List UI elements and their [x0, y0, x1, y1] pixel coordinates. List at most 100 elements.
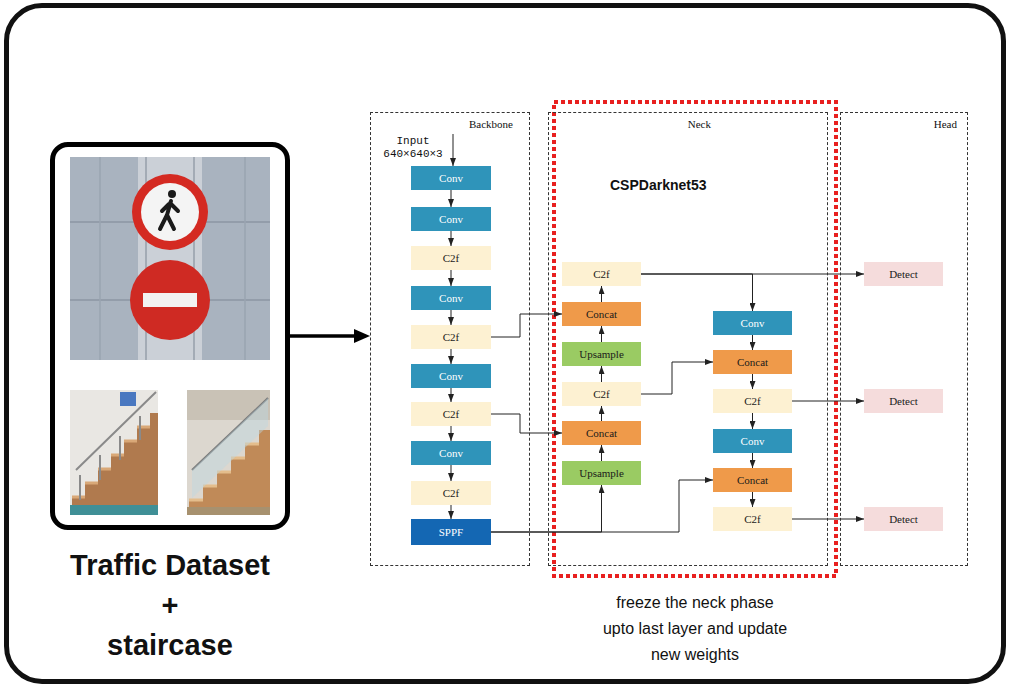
- c2f-block: C2f: [562, 382, 641, 406]
- flow-connector: [601, 286, 602, 302]
- input-arrow-connector: [290, 334, 362, 338]
- flow-connector: [451, 388, 452, 402]
- block-label: Conv: [741, 435, 765, 447]
- upsample-block: Upsample: [562, 461, 641, 485]
- input-label: Input 640×640×3: [378, 135, 448, 161]
- c2f-block: C2f: [411, 481, 491, 505]
- dataset-caption: Traffic Dataset+staircase: [20, 545, 320, 665]
- flow-connector: [491, 314, 562, 337]
- flow-connector: [792, 519, 864, 520]
- block-label: C2f: [443, 408, 460, 420]
- stage-group: HeadDetectDetectDetect: [840, 112, 968, 566]
- flow-connector: [792, 401, 864, 402]
- flow-connector: [601, 366, 602, 382]
- block-label: Conv: [439, 292, 463, 304]
- block-label: C2f: [744, 395, 761, 407]
- group-title: Neck: [688, 118, 711, 130]
- flow-connector: [451, 505, 452, 519]
- flow-connector: [491, 480, 713, 532]
- c2f-block: C2f: [411, 246, 491, 270]
- block-label: Conv: [439, 172, 463, 184]
- note-text: freeze the neck phase upto last layer an…: [601, 590, 789, 668]
- c2f-block: C2f: [713, 389, 792, 413]
- block-label: SPPF: [439, 526, 463, 538]
- staircase-photo: [187, 390, 270, 515]
- input-arrow: [453, 134, 454, 166]
- block-label: Conv: [439, 213, 463, 225]
- detect-head: Detect: [864, 507, 943, 531]
- dataset-title: Traffic Dataset: [20, 545, 320, 585]
- concat-block: Concat: [713, 468, 792, 492]
- concat-block: Concat: [713, 350, 792, 374]
- dataset-title: +: [20, 585, 320, 625]
- concat-block: Concat: [562, 302, 641, 326]
- block-label: C2f: [443, 487, 460, 499]
- conv-block: Conv: [411, 441, 491, 465]
- flow-connector: [451, 190, 452, 207]
- flow-connector: [601, 326, 602, 342]
- block-label: Upsample: [579, 467, 624, 479]
- stage-group: BackboneConvConvC2fConvC2fConvC2fConvC2f…: [370, 112, 530, 566]
- block-label: C2f: [443, 331, 460, 343]
- staircase-photo: [70, 390, 158, 515]
- block-label: Concat: [586, 308, 617, 320]
- detect-head: Detect: [864, 389, 943, 413]
- c2f-block: C2f: [411, 325, 491, 349]
- block-label: Detect: [889, 513, 918, 525]
- conv-block: Conv: [411, 166, 491, 190]
- flow-connector: [752, 413, 753, 429]
- block-label: Conv: [741, 317, 765, 329]
- concat-block: Concat: [562, 421, 641, 445]
- block-label: Upsample: [579, 348, 624, 360]
- flow-connector: [451, 270, 452, 286]
- upsample-block: Upsample: [562, 342, 641, 366]
- block-label: C2f: [593, 268, 610, 280]
- flow-connector: [752, 374, 753, 389]
- flow-connector: [601, 445, 602, 461]
- sppf-block: SPPF: [411, 519, 491, 545]
- block-label: Conv: [439, 370, 463, 382]
- conv-block: Conv: [411, 364, 491, 388]
- traffic-photo: [70, 157, 270, 360]
- c2f-block: C2f: [713, 507, 792, 531]
- flow-connector: [451, 465, 452, 481]
- dataset-panel: Traffic Dataset+staircase: [50, 142, 290, 530]
- flow-connector: [451, 231, 452, 246]
- flow-connector: [752, 492, 753, 507]
- block-label: Detect: [889, 268, 918, 280]
- dataset-title: staircase: [20, 625, 320, 665]
- flow-connector: [752, 335, 753, 350]
- conv-block: Conv: [713, 429, 792, 453]
- c2f-block: C2f: [411, 402, 491, 426]
- group-title: Backbone: [469, 118, 513, 130]
- flow-connector: [451, 310, 452, 325]
- block-label: C2f: [744, 513, 761, 525]
- flow-connector: [491, 485, 602, 532]
- block-label: Concat: [737, 474, 768, 486]
- flow-connector: [641, 362, 713, 394]
- flow-connector: [451, 426, 452, 441]
- conv-block: Conv: [713, 311, 792, 335]
- conv-block: Conv: [411, 207, 491, 231]
- block-label: Detect: [889, 395, 918, 407]
- block-label: C2f: [593, 388, 610, 400]
- flow-connector: [641, 274, 753, 311]
- group-title: Head: [934, 118, 957, 130]
- block-label: Conv: [439, 447, 463, 459]
- freeze-region: [554, 102, 836, 576]
- block-label: Concat: [737, 356, 768, 368]
- flow-connector: [451, 349, 452, 364]
- flow-connector: [752, 453, 753, 468]
- flow-connector: [491, 414, 562, 433]
- architecture-name: CSPDarknet53: [610, 177, 707, 193]
- conv-block: Conv: [411, 286, 491, 310]
- flow-connector: [601, 406, 602, 421]
- stage-group: NeckCSPDarknet53C2fConcatUpsampleC2fConc…: [548, 112, 828, 566]
- block-label: C2f: [443, 252, 460, 264]
- detect-head: Detect: [864, 262, 943, 286]
- c2f-block: C2f: [562, 262, 641, 286]
- block-label: Concat: [586, 427, 617, 439]
